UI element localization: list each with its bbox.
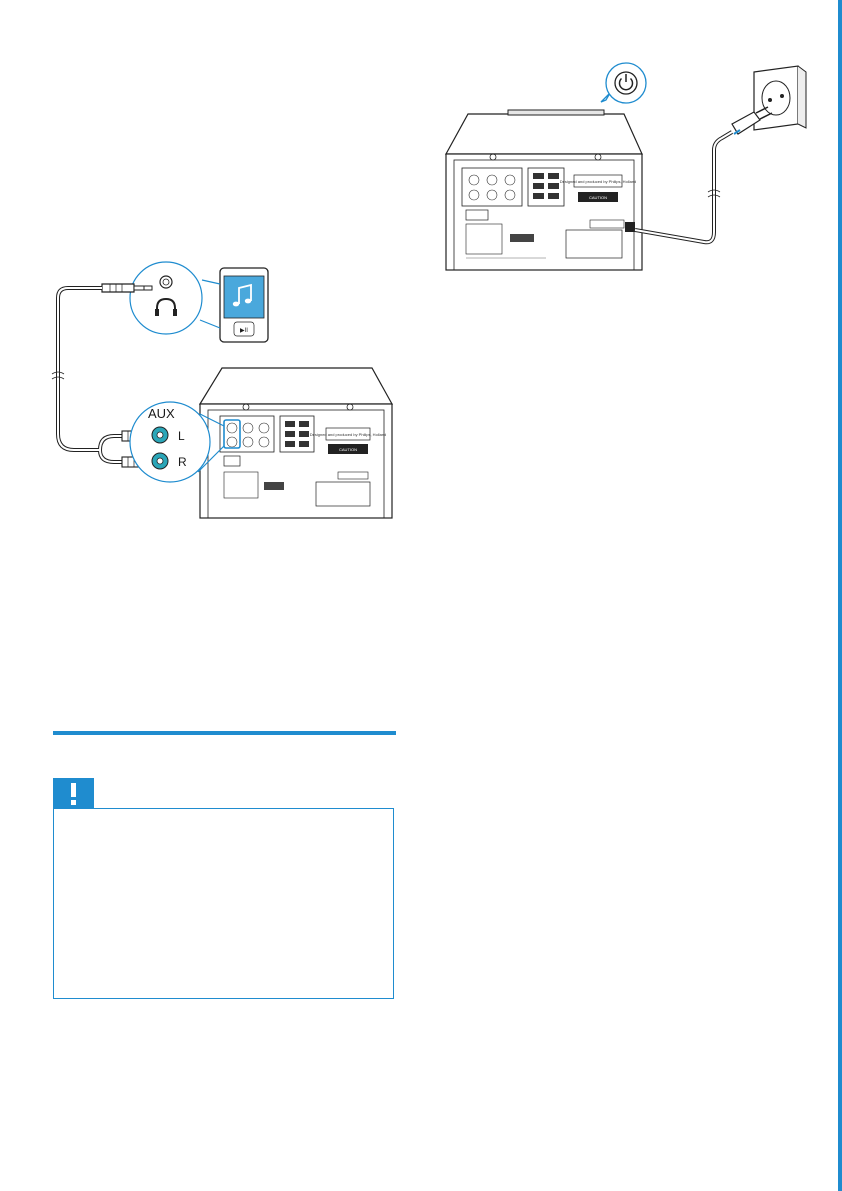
left-channel-label: L [178,429,185,443]
stereo-jack-plug [101,283,153,293]
page-edge-accent-bar [838,0,842,1191]
designer-sticker-text: Designed and produced by Philips, Hollan… [560,179,637,184]
power-icon [600,62,647,104]
right-channel-label: R [178,455,187,469]
aux-connection-diagram: ▶II [51,261,394,519]
micro-system-rear-unit: Designed and produced by Philips, Hollan… [198,367,394,519]
headphones-icon [155,297,177,316]
aux-right-jack [151,452,169,470]
aux-input-callout [129,401,211,483]
caution-label: CAUTION [339,447,357,452]
micro-system-rear-unit: Designed and produced by Philips, Hollan… [444,109,643,271]
section-divider-bar [53,731,396,735]
music-note-icon [232,283,252,307]
power-plug [731,106,773,135]
power-connection-diagram: Designed and produced by Philips, Hollan… [444,62,807,271]
portable-media-player: ▶II [219,267,269,343]
aux-label: AUX [148,406,175,421]
designer-sticker-text: Designed and produced by Philips, Hollan… [310,432,387,437]
power-cord [634,130,734,245]
caution-label: CAUTION [589,195,607,200]
exclamation-icon [71,783,76,805]
play-pause-label: ▶II [240,328,248,334]
power-outlet-icon [753,65,807,131]
caution-flag [53,778,94,809]
aux-left-jack [151,426,169,444]
caution-box [53,808,394,999]
